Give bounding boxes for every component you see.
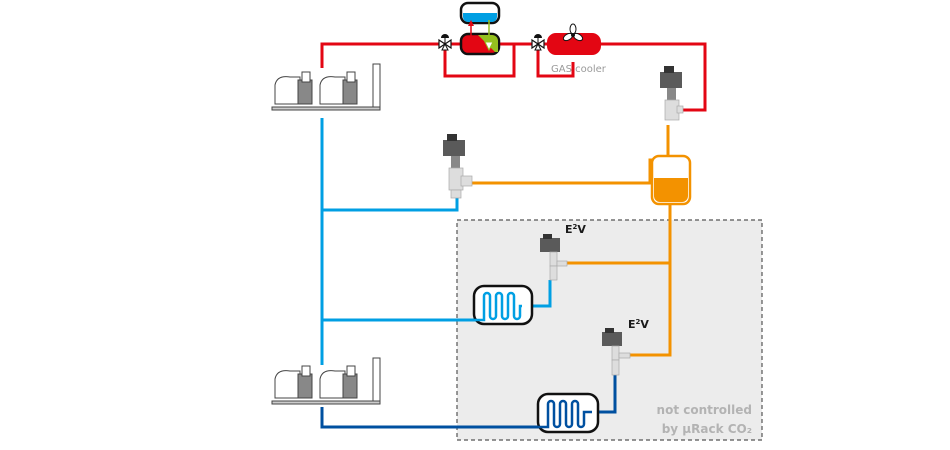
region-note-line1: not controlled xyxy=(657,403,752,417)
e2v-valve-2 xyxy=(602,328,631,376)
evaporator-mt xyxy=(470,284,534,326)
hot-gas-pipes xyxy=(320,42,707,112)
compressor-rack-mt xyxy=(271,63,381,111)
evaporator-lt xyxy=(534,392,600,434)
e2v-valve-1 xyxy=(540,234,568,281)
region-note-line2: by µRack CO₂ xyxy=(662,422,752,436)
heat-recovery-unit xyxy=(459,1,501,56)
three-way-valve-1 xyxy=(438,34,452,51)
gas-cooler-label: GAS cooler xyxy=(551,64,607,75)
high-pressure-valve xyxy=(660,66,684,121)
compressor-rack-lt xyxy=(271,357,381,405)
gas-cooler xyxy=(547,23,601,55)
e2v-label-1: E2V xyxy=(565,223,586,236)
fan-icon xyxy=(562,23,584,42)
three-way-valve-2 xyxy=(531,34,545,51)
liquid-receiver xyxy=(650,154,692,206)
expansion-valve-main xyxy=(443,134,473,199)
e2v-label-2: E2V xyxy=(628,318,649,331)
